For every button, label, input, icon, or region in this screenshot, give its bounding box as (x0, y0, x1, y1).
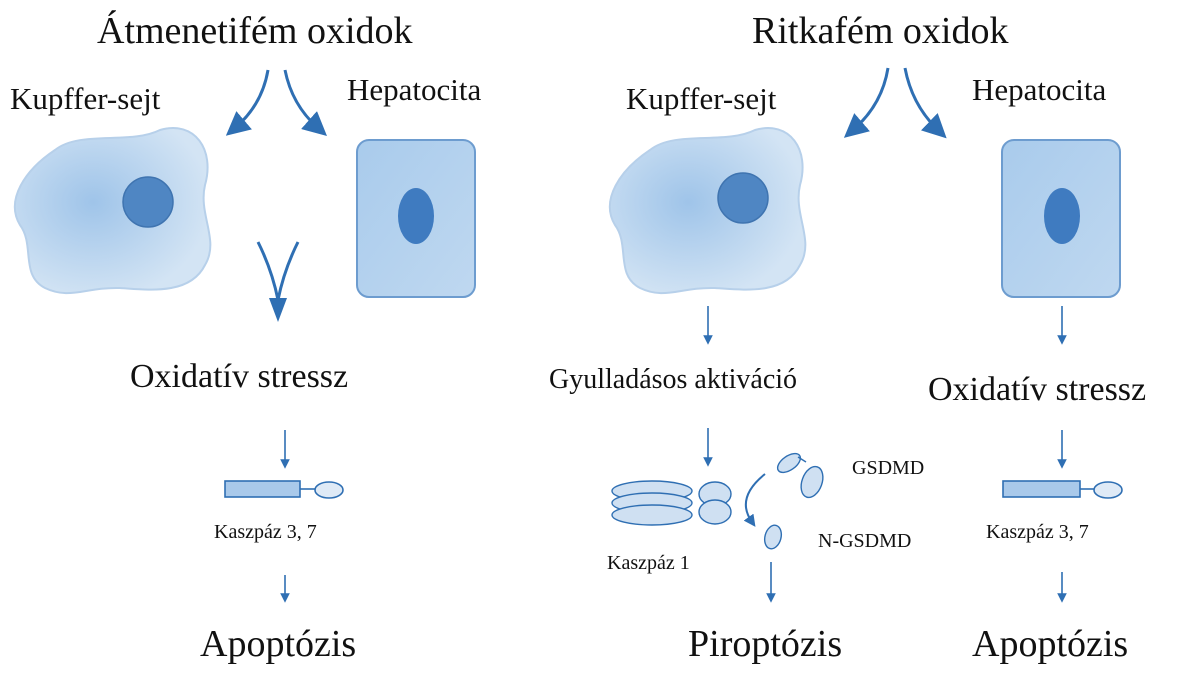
caspase1-label: Kaszpáz 1 (607, 552, 690, 574)
right-hepatocyte-label: Hepatocita (972, 72, 1107, 107)
right-inflammatory-activation: Gyulladásos aktiváció (549, 364, 798, 395)
kupffer-nucleus-left (122, 176, 174, 228)
kupffer-cell-left (14, 127, 212, 295)
kupffer-nucleus-right (717, 172, 769, 224)
hepatocyte-nucleus-left (398, 188, 434, 244)
right-oxidative-stress: Oxidatív stressz (928, 371, 1147, 408)
right-apoptosis: Apoptózis (972, 623, 1129, 665)
n-gsdmd-icon (763, 524, 783, 550)
hepatocyte-nucleus-right (1044, 188, 1080, 244)
converge-arrow-left-1 (256, 241, 280, 301)
left-kupffer-label: Kupffer-sejt (10, 81, 161, 116)
caspase37-icon-right-head (1093, 481, 1123, 499)
caspase1-icon (611, 480, 732, 526)
converge-arrow-left-2 (276, 241, 300, 301)
kupffer-cell-right (609, 127, 807, 295)
left-oxidative-stress: Oxidatív stressz (130, 358, 349, 395)
gsdmd-icon (776, 452, 824, 499)
caspase37-icon-left (224, 480, 301, 498)
right-caspase37-label: Kaszpáz 3, 7 (986, 521, 1089, 543)
left-hepatocyte-label: Hepatocita (347, 72, 482, 107)
split-arrow-left-1 (225, 69, 270, 136)
converge-arrow-left-head (269, 298, 287, 322)
split-arrow-left-2 (283, 69, 327, 136)
left-title: Átmenetifém oxidok (97, 10, 413, 52)
caspase37-icon-right (1002, 480, 1081, 498)
split-arrow-right-2 (903, 67, 947, 139)
left-apoptosis: Apoptózis (200, 623, 357, 665)
right-kupffer-label: Kupffer-sejt (626, 81, 777, 116)
gsdmd-label: GSDMD (852, 457, 925, 479)
caspase37-icon-left-head (314, 481, 344, 499)
cleavage-arrow (743, 473, 766, 527)
split-arrow-right-1 (843, 67, 890, 138)
n-gsdmd-label: N-GSDMD (818, 530, 912, 552)
right-title: Ritkafém oxidok (752, 10, 1009, 52)
left-caspase37-label: Kaszpáz 3, 7 (214, 521, 317, 543)
right-pyroptosis: Piroptózis (688, 623, 843, 665)
